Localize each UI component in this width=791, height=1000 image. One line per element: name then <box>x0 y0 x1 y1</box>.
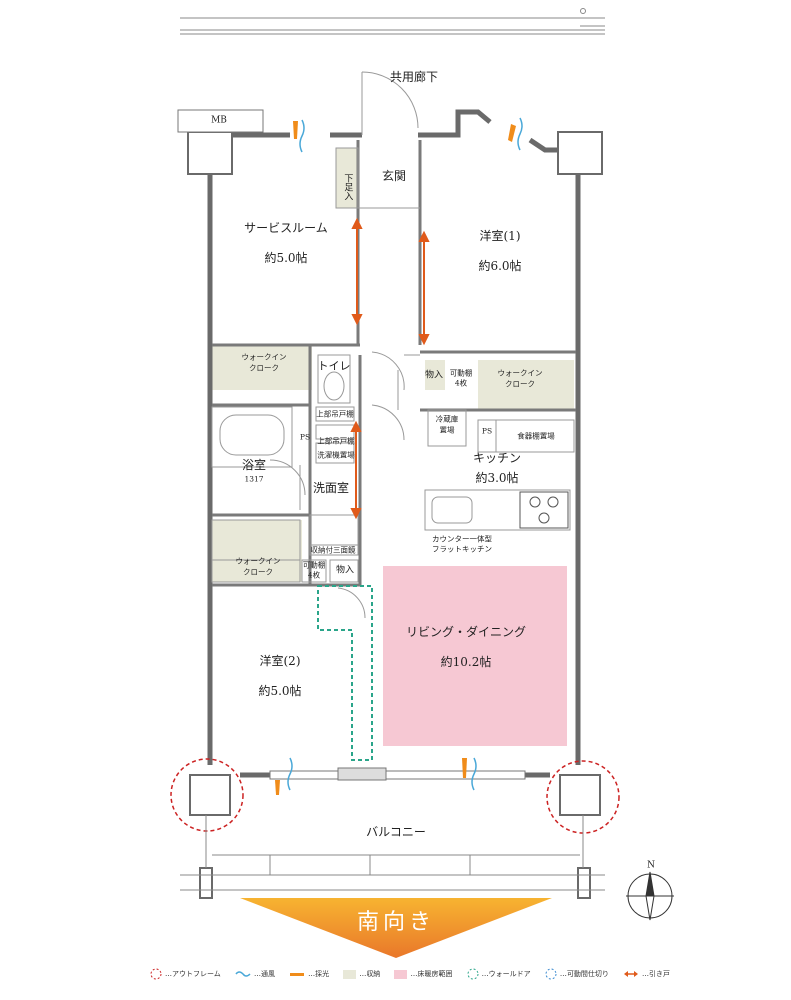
mb-label: MB <box>211 115 227 126</box>
top-corridor-lines <box>180 8 605 35</box>
counter-line2: フラットキッチン <box>432 544 492 554</box>
living-size: 約10.2帖 <box>440 654 492 669</box>
compass-n-label: N <box>647 860 655 871</box>
upper-cabinet-toilet: 上部吊戸棚 <box>316 409 354 419</box>
western2-label: 洋室(2) <box>259 653 301 668</box>
legend-wind: …通風 <box>235 969 275 979</box>
dish-shelf-label: 食器棚置場 <box>517 431 555 441</box>
wall-door <box>317 585 373 761</box>
mb-box <box>177 109 264 133</box>
floor-heating-area <box>383 566 567 746</box>
outframes <box>170 758 620 834</box>
service-room-size: 約5.0帖 <box>264 250 308 265</box>
storage2-label: 物入 <box>335 565 355 576</box>
legend-outframe: …アウトフレーム <box>150 968 221 980</box>
orientation-label: 南向き <box>356 910 435 935</box>
legend-slide: …引き戸 <box>623 969 670 979</box>
inner-details <box>211 71 575 619</box>
service-room-label: サービスルーム <box>244 220 328 235</box>
genkan-label: 玄関 <box>381 168 407 183</box>
fridge-line2: 置場 <box>439 425 455 435</box>
shelf-b-line2: 4枚 <box>307 570 321 580</box>
western2-size: 約5.0帖 <box>258 683 302 698</box>
fridge-line1: 冷蔵庫 <box>435 414 459 424</box>
storage-swatch <box>343 969 357 979</box>
balcony-railing <box>180 815 605 891</box>
kitchen-size: 約3.0帖 <box>475 470 519 485</box>
wind-swatch-icon <box>235 971 251 977</box>
walkin-left-line1: ウォークイン <box>241 352 287 362</box>
light-swatch-icon <box>290 973 305 976</box>
bath-label: 浴室 <box>241 457 267 472</box>
walldoor-swatch-icon <box>467 968 479 980</box>
walkin-right-line1: ウォークイン <box>497 368 543 378</box>
upper-cabinet-wash: 上部吊戸棚 <box>317 436 355 446</box>
sliding-doors <box>350 217 430 520</box>
floorheat-swatch <box>394 969 408 979</box>
shelf-b-line1: 可動棚 <box>302 560 326 570</box>
linen-cabinet-label: 収納付三面鏡 <box>310 545 356 555</box>
columns <box>187 131 603 899</box>
walkin-left-line2: クローク <box>249 363 279 373</box>
toilet-label: トイレ <box>317 359 351 373</box>
compass-icon <box>626 871 674 921</box>
storage-areas <box>212 148 574 582</box>
western1-size: 約6.0帖 <box>478 258 522 273</box>
outframe-swatch-icon <box>150 968 162 980</box>
shelf-4-line1: 可動棚 <box>449 368 473 378</box>
counter-line1: カウンター一体型 <box>432 534 492 544</box>
windows <box>269 767 526 781</box>
western1-label: 洋室(1) <box>479 228 521 243</box>
bath-size: 1317 <box>244 474 264 484</box>
south-banner-shape <box>240 898 552 958</box>
walkin-right-line2: クローク <box>505 379 535 389</box>
wind-markers <box>287 117 523 791</box>
legend-walldoor: …ウォールドア <box>467 968 531 980</box>
legend-floorheat: …床暖房範囲 <box>394 969 452 979</box>
washer-space-label: 洗濯機置場 <box>317 450 355 460</box>
living-label: リビング・ダイニング <box>405 624 527 639</box>
shelf-4-line2: 4枚 <box>454 378 468 388</box>
light-markers <box>275 121 516 795</box>
south-banner: 南向き <box>240 898 552 958</box>
shoes-label: 下足入 <box>342 173 353 201</box>
storage1-label: 物入 <box>424 370 444 381</box>
slide-swatch-icon <box>624 971 638 977</box>
balcony-label: バルコニー <box>366 824 426 839</box>
legend-partition: …可動間仕切り <box>545 968 609 980</box>
walkin-bottom-line2: クローク <box>243 567 273 577</box>
legend: …アウトフレーム …通風 …採光 …収納 …床暖房範囲 …ウォールドア …可動間… <box>150 966 670 982</box>
partition-swatch-icon <box>545 968 557 980</box>
ps-left-label: PS <box>299 432 311 442</box>
kitchen-label: キッチン <box>472 450 522 465</box>
legend-storage: …収納 <box>343 969 380 979</box>
washroom-label: 洗面室 <box>312 480 350 495</box>
walkin-bottom-line1: ウォークイン <box>235 556 281 566</box>
ps-right-label: PS <box>481 426 493 436</box>
corridor-label: 共用廊下 <box>389 69 439 84</box>
legend-light: …採光 <box>289 969 329 979</box>
stove-icon <box>519 491 569 529</box>
